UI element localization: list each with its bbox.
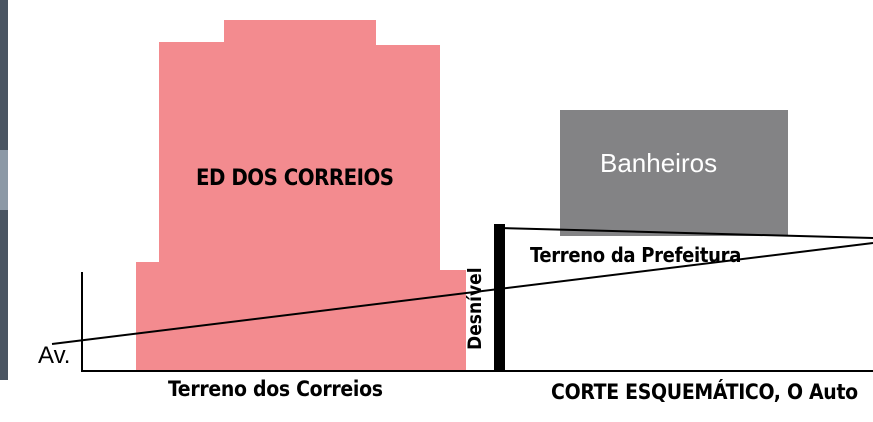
photo-edge-highlight (0, 150, 8, 210)
banheiros-block (560, 110, 788, 236)
banheiros-label: Banheiros (600, 148, 718, 178)
desnivel-label: Desnível (464, 267, 486, 350)
terreno-correios-label: Terreno dos Correios (168, 377, 383, 401)
corte-esquematico-caption: CORTE ESQUEMÁTICO, O Auto (551, 380, 858, 404)
slope-line (51, 242, 873, 345)
prefeitura-top-line (497, 227, 873, 239)
terreno-prefeitura-label: Terreno da Prefeitura (530, 243, 742, 267)
desnivel-bar (494, 224, 505, 372)
correios-building-label: ED DOS CORREIOS (196, 166, 394, 191)
avenue-label: Av. (38, 342, 71, 369)
correios-building (136, 20, 466, 370)
